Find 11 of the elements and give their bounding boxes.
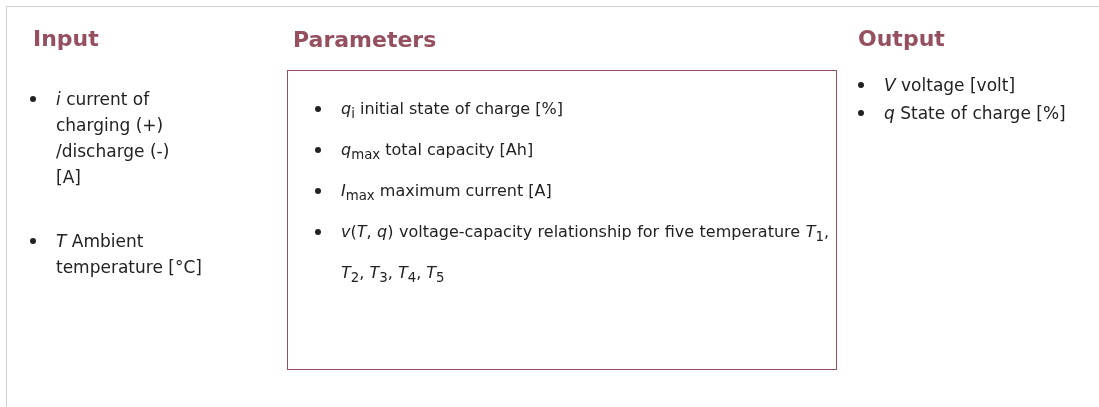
bullet-text: i current of charging (+) /discharge (-) [A] [56, 89, 170, 187]
bullet-text: V voltage [volt] [884, 75, 1016, 95]
column-heading: Input [33, 26, 99, 51]
box-heading: Parameters [293, 27, 437, 52]
bullet-text: q State of charge [%] [884, 103, 1066, 123]
bullet-text: q$_{i}$ initial state of charge [%] [341, 99, 563, 118]
bullet-text: v(T, q) voltage-capacity relationship for five temperature T$_{1}$, T$_{2}$, T$_{3}$, T$_{4}$, T$_{5}$ [341, 222, 829, 283]
column-heading: Output [858, 26, 945, 51]
bullet-text: I$_{max}$ maximum current [A] [341, 181, 552, 200]
bullet-text: q$_{max}$ total capacity [Ah] [341, 140, 534, 159]
bullet-text: T Ambient temperature [°C] [56, 231, 202, 277]
